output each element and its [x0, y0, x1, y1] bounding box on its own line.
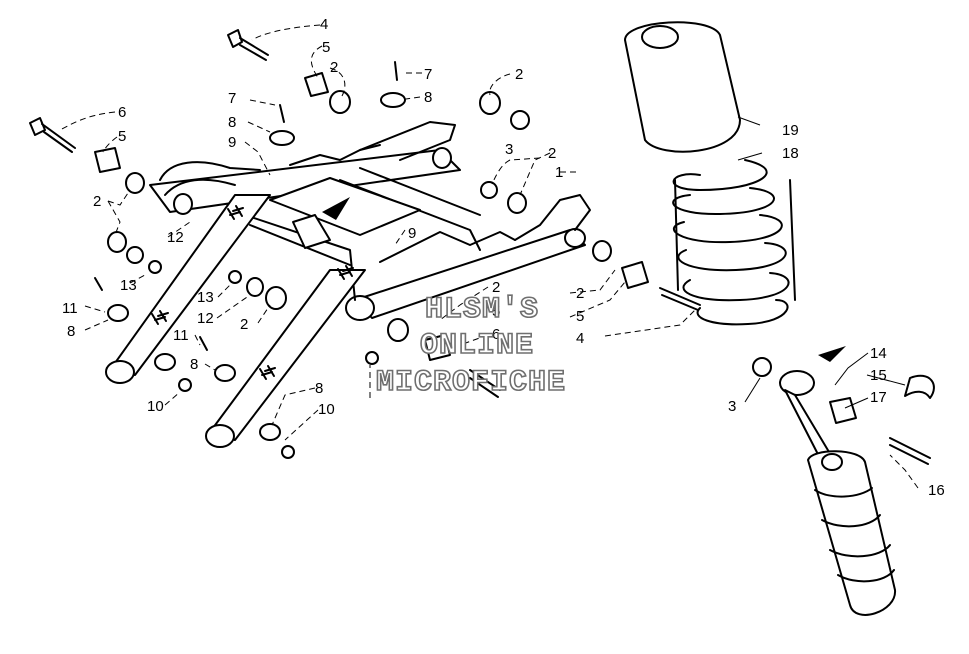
callout-11: 11: [62, 300, 78, 317]
hardware: [29, 29, 701, 459]
callout-3: 3: [728, 398, 736, 415]
callout-13: 13: [197, 289, 214, 306]
callout-12: 12: [197, 310, 214, 327]
callout-4: 4: [320, 16, 328, 33]
callout-9: 9: [228, 134, 236, 151]
callout-8: 8: [424, 89, 432, 106]
callout-8: 8: [190, 356, 198, 373]
callout-5: 5: [322, 39, 330, 56]
watermark-line-2: ONLINE: [420, 329, 534, 363]
rear-lower-arm: [205, 265, 366, 448]
callout-13: 13: [120, 277, 137, 294]
callout-7: 7: [228, 90, 236, 107]
callout-2: 2: [93, 193, 101, 210]
callout-6: 6: [118, 104, 126, 121]
callout-3: 3: [505, 141, 513, 158]
callout-2: 2: [492, 279, 500, 296]
suspension-frame: [149, 121, 591, 321]
callout-2: 2: [240, 316, 248, 333]
watermark-line-1: HLSM'S: [425, 293, 539, 327]
callout-11: 11: [173, 327, 189, 344]
callout-10: 10: [147, 398, 164, 415]
callout-12: 12: [167, 229, 184, 246]
callout-15: 15: [870, 367, 887, 384]
callout-16: 16: [928, 482, 945, 499]
callout-9: 9: [408, 225, 416, 242]
watermark-line-3: MICROFICHE: [376, 366, 566, 400]
callout-18: 18: [782, 145, 799, 162]
front-lower-arm: [105, 194, 271, 384]
shock-absorber: [752, 346, 935, 616]
callout-8: 8: [228, 114, 236, 131]
callout-8: 8: [67, 323, 75, 340]
callout-2: 2: [330, 59, 338, 76]
callout-5: 5: [492, 303, 500, 320]
watermark: HLSM'S ONLINE MICROFICHE: [375, 292, 566, 401]
callout-2: 2: [515, 66, 523, 83]
callout-2: 2: [548, 145, 556, 162]
callout-10: 10: [318, 401, 335, 418]
leader-lines: [59, 24, 919, 489]
callout-14: 14: [870, 345, 887, 362]
callout-4: 4: [576, 330, 584, 347]
callout-6: 6: [492, 326, 500, 343]
callout-7: 7: [424, 66, 432, 83]
callout-labels: 4 5 2 7 8 2 3 2 1 6 5 2 7 8 9 12 13 11 8…: [62, 16, 945, 499]
callout-8: 8: [315, 380, 323, 397]
callout-2: 2: [576, 285, 584, 302]
callout-17: 17: [870, 389, 887, 406]
callout-5: 5: [118, 128, 126, 145]
coil-spring: [672, 159, 796, 326]
callout-5: 5: [576, 308, 584, 325]
callout-1: 1: [555, 164, 563, 181]
callout-19: 19: [782, 122, 799, 139]
spring-boot: [624, 21, 741, 153]
